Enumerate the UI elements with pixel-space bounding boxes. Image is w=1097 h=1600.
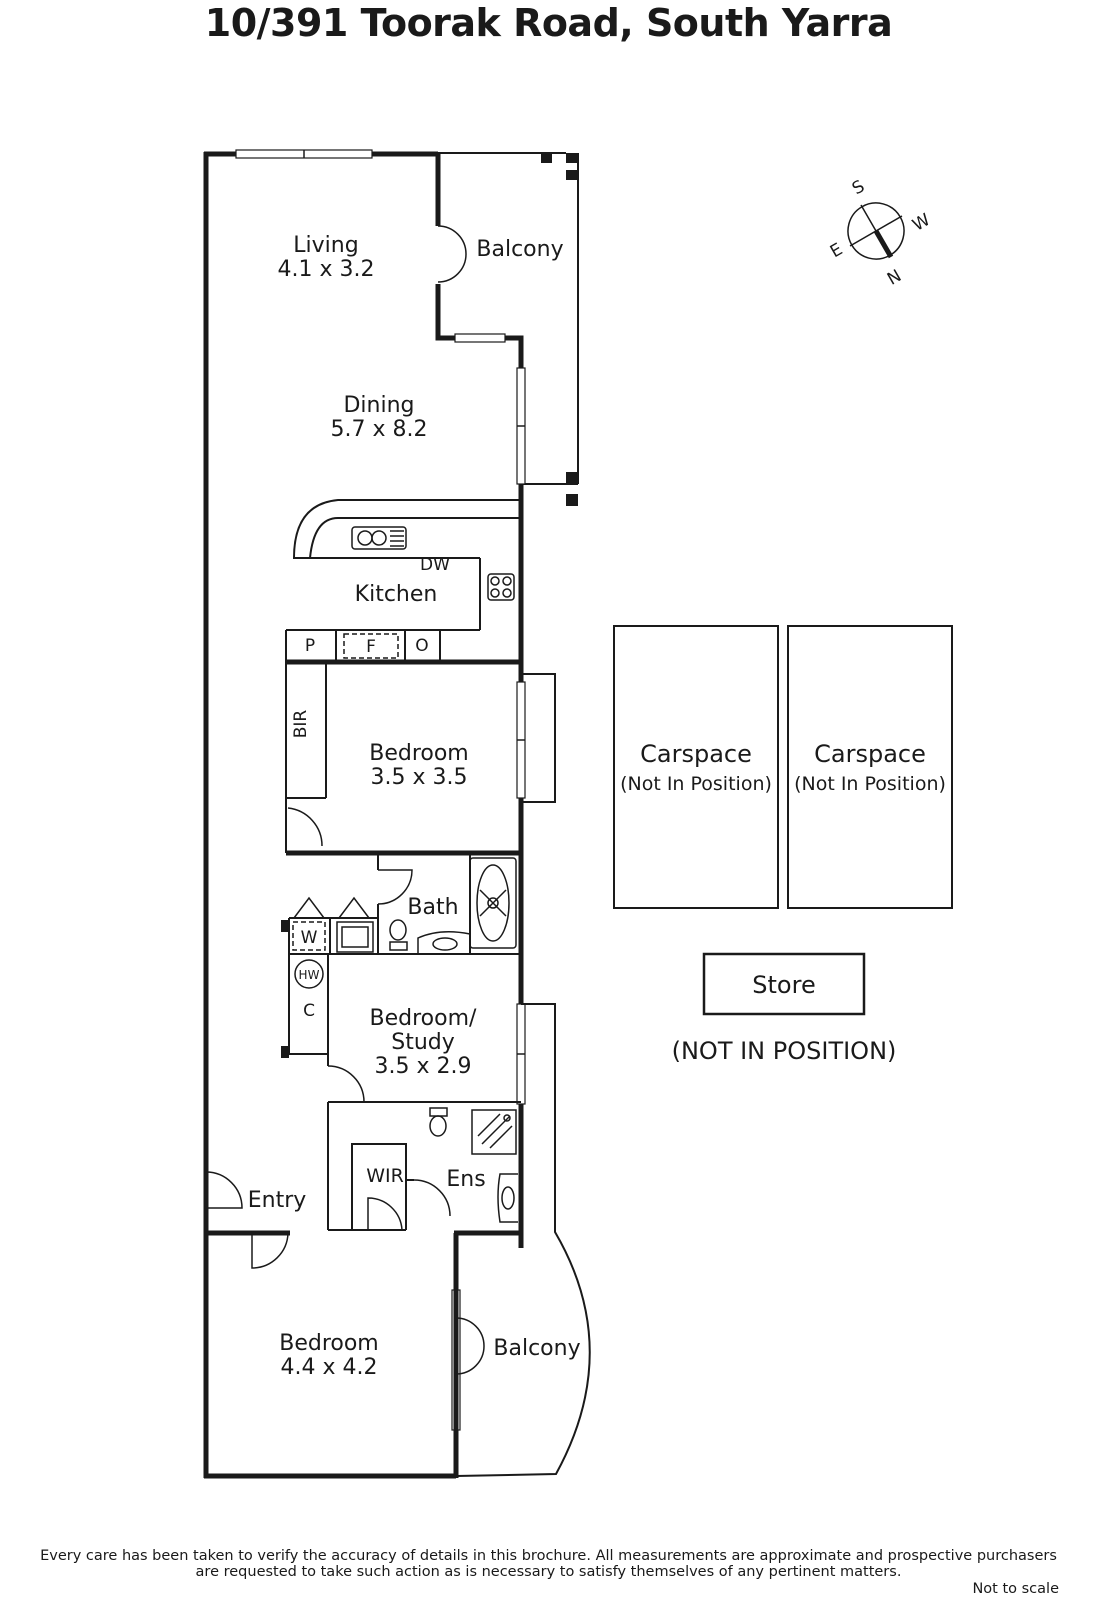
compass-icon (847, 202, 905, 260)
store-note: (NOT IN POSITION) (672, 1037, 897, 1065)
pantry-label: P (305, 636, 315, 656)
carspaces (613, 625, 953, 909)
bedroom1-label: Bedroom (279, 1331, 379, 1356)
hw-label: HW (299, 968, 320, 982)
store-label: Store (752, 971, 815, 999)
cupboard-label: C (303, 1001, 315, 1021)
wir-ensuite (328, 1107, 518, 1231)
disclaimer: Every care has been taken to verify the … (0, 1548, 1097, 1580)
bedroom2-label: Bedroom (369, 741, 469, 766)
washer-label: W (301, 928, 318, 948)
outer-walls (203, 151, 579, 1479)
compass-w: W (909, 210, 934, 236)
windows (235, 149, 526, 1431)
dining-dims: 5.7 x 8.2 (331, 417, 428, 442)
compass-e: E (827, 240, 846, 263)
study-dims: 3.5 x 2.9 (375, 1054, 472, 1079)
study-label-1: Bedroom/ (370, 1006, 478, 1031)
store-box (702, 952, 866, 1016)
study-label-2: Study (391, 1030, 455, 1055)
carspace-1-note: (Not In Position) (620, 773, 772, 795)
study-walls (281, 954, 555, 1230)
balcony-columns (541, 153, 578, 506)
disclaimer-line-1: Every care has been taken to verify the … (40, 1548, 1057, 1564)
ens-label: Ens (446, 1167, 485, 1192)
scale-note: Not to scale (972, 1581, 1059, 1597)
kitchen-cabinets (285, 630, 441, 662)
bir-label: BIR (291, 710, 311, 739)
balcony-bottom-label: Balcony (493, 1336, 580, 1361)
french-door-balcony (437, 225, 467, 283)
oven-label: O (415, 636, 428, 656)
kitchen-label: Kitchen (355, 582, 438, 607)
plan-title: 10/391 Toorak Road, South Yarra (204, 1, 893, 45)
bedroom2-dims: 3.5 x 3.5 (371, 765, 468, 790)
carspace-2-label: Carspace (814, 740, 926, 768)
compass-n: N (884, 266, 905, 290)
entry-bedroom1 (205, 1003, 591, 1478)
entry-label: Entry (248, 1188, 307, 1213)
carspace-2-note: (Not In Position) (794, 773, 946, 795)
balcony-top-label: Balcony (476, 237, 563, 262)
fridge-label: F (366, 637, 376, 657)
carspace-1-label: Carspace (640, 740, 752, 768)
dining-label: Dining (343, 393, 414, 418)
dw-label: DW (420, 555, 450, 575)
bedroom1-dims: 4.4 x 4.2 (281, 1355, 378, 1380)
disclaimer-line-2: are requested to take such action as is … (195, 1564, 902, 1580)
living-dims: 4.1 x 3.2 (278, 257, 375, 282)
wir-label: WIR (366, 1165, 404, 1187)
living-label: Living (293, 233, 358, 258)
bath-label: Bath (407, 895, 458, 920)
kitchen-bench (286, 499, 519, 631)
compass-s: S (849, 177, 868, 200)
bedroom2-walls (285, 659, 556, 856)
